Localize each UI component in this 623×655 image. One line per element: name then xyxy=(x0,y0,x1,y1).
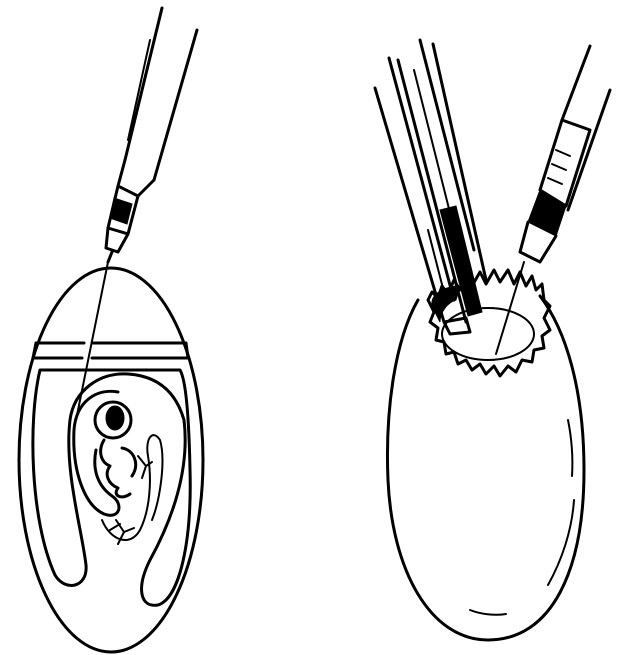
shell-window-cut xyxy=(33,343,188,358)
embryo xyxy=(74,391,163,544)
right-panel-egg-opened xyxy=(375,40,610,640)
shell-highlights xyxy=(470,420,574,615)
syringe-left xyxy=(106,8,197,262)
left-panel-egg-injection xyxy=(19,8,203,652)
egg-shell-right xyxy=(387,296,584,640)
syringe-right xyxy=(496,46,610,354)
forceps-instrument xyxy=(375,40,486,334)
egg-shell-left xyxy=(19,268,203,652)
inner-membrane xyxy=(33,370,190,605)
